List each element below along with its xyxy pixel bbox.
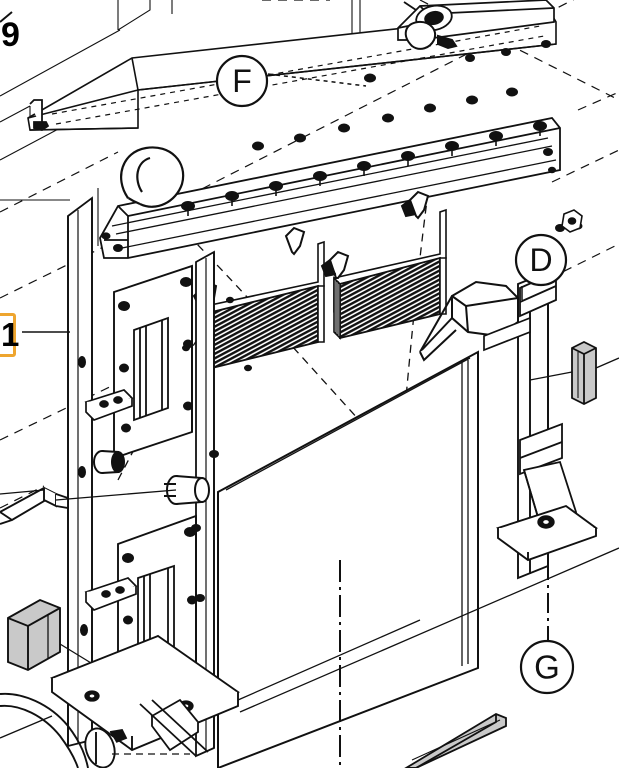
air-duct-hose [419,280,519,362]
part-label-1: 1 [1,316,19,353]
gray-block-lower-left [7,598,61,672]
mid-tie-bar [483,316,531,352]
leader-line-to-port [0,489,177,501]
part-label-9: 9 [1,16,20,54]
top-rail-bolt-stems [187,126,541,216]
upper-rail-bolt-heads [252,40,551,151]
base-plate-bolt-1 [84,690,100,702]
callout-d[interactable]: D [514,233,568,287]
upper-rail-hook-bracket [29,99,50,131]
callout-g-circle [519,639,575,695]
callout-d-circle [514,233,568,287]
callout-g[interactable]: G [519,639,575,695]
hex-bolt-detail [561,209,583,233]
beam-lower-flange [519,422,563,476]
gray-pin-leader [529,357,619,381]
core-right-hanger-hook [320,250,350,279]
bottom-hose-curve [0,692,89,768]
radiator-top-rail-inner-lines [111,137,557,249]
callout-f[interactable]: F [215,54,269,108]
radiator-top-rail [99,117,561,259]
hose-clamp-loop [120,146,185,208]
gray-pin-right [571,340,597,406]
bottom-hose-clamp [84,727,128,768]
callout-f-label: F [232,63,252,99]
ground-grid-lines [0,547,619,739]
label-9-leader [0,11,13,23]
core-right-top-hook [400,190,430,220]
radiator-core-right-tank-lines [335,280,339,335]
left-post-holes [78,356,88,636]
radiator-core-right [333,208,447,340]
upper-rail-dashed-seam [51,25,545,125]
callout-f-leader [267,73,367,87]
cylinder-port-fitting-2 [93,450,125,474]
bottom-brace-lines [139,699,209,757]
beam-foot-plate [496,504,599,562]
highlight-box-part-1[interactable] [0,313,16,357]
cap-bracket-loop [404,20,458,50]
gray-diagonal-bar [404,712,507,768]
background-construction-lines [0,0,361,246]
upper-bracket-tab [84,389,134,421]
callout-d-label: D [529,242,552,278]
foot-plate-bolt [537,515,555,529]
core-left-top-hook [284,226,306,256]
callout-g-label: G [534,649,560,686]
upper-bracket-bolts [118,277,193,433]
upper-bracket-channel [133,316,169,422]
radiator-front-panel [217,350,479,768]
lower-bracket-tab [84,577,138,611]
callout-f-circle [215,54,269,108]
